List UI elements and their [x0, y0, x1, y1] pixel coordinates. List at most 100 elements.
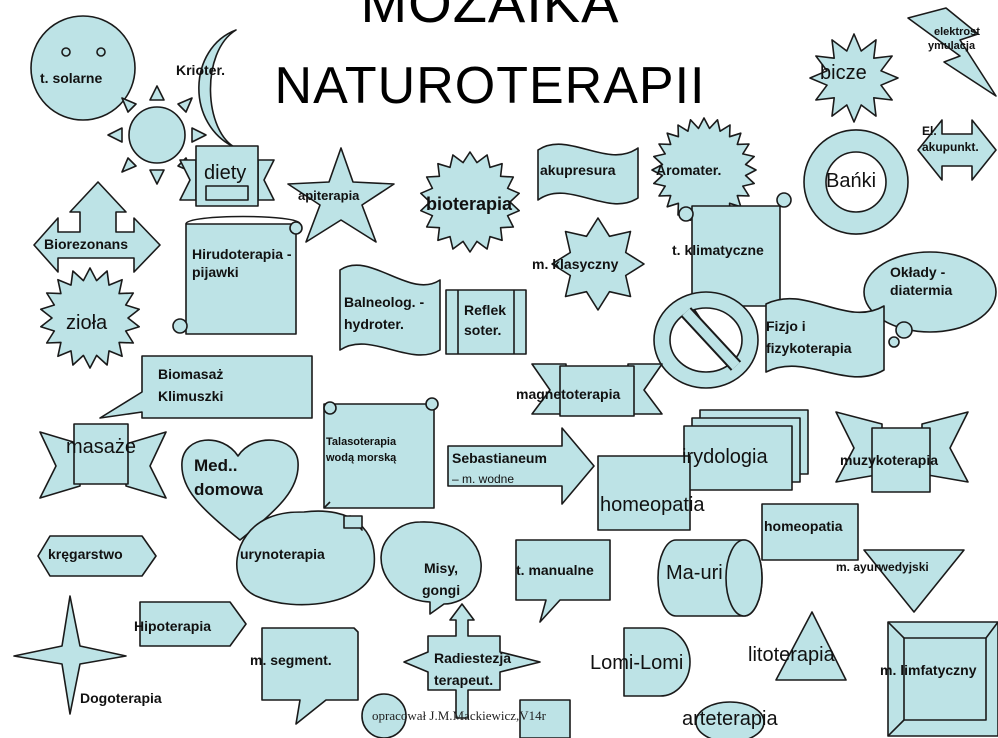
label-t-klimatyczne: t. klimatyczne — [672, 242, 764, 258]
balneolog-wave-shape — [339, 264, 441, 356]
four-point-star-shape — [13, 595, 127, 715]
hirudoterapia-scroll-shape — [172, 215, 303, 335]
fizjo-wave-shape — [765, 297, 885, 378]
small-circle-shape — [361, 693, 407, 738]
m-klasyczny-star-shape — [551, 217, 645, 311]
biorezonans-arrow-shape — [33, 181, 161, 273]
label-kregarstwo: kręgarstwo — [48, 546, 123, 562]
label-irydologia: irydologia — [682, 446, 768, 468]
talasoterapia-scroll-shape — [323, 397, 439, 509]
label-m-segment: m. segment. — [250, 652, 332, 668]
irydologia-stacked-shape — [683, 409, 809, 491]
masaze-ribbon-shape — [39, 423, 167, 499]
apiterapia-star-shape — [287, 147, 395, 243]
cloud-shape — [863, 251, 997, 348]
label-homeopatia-2: homeopatia — [764, 518, 843, 534]
misy-bubble-shape — [380, 521, 482, 615]
label-sebastianeum-2: – m. wodne — [452, 472, 515, 486]
label-ziola: zioła — [66, 312, 108, 334]
double-arrow-shape — [917, 119, 997, 181]
label-el-akupunkt-2: akupunkt. — [922, 140, 979, 154]
reflek-box-shape — [445, 289, 527, 355]
ziola-burst-shape — [39, 267, 140, 369]
arteterapia-ellipse-shape — [695, 701, 765, 738]
label-biomasaz-1: Biomasaż — [158, 366, 224, 382]
m-segment-callout-shape — [261, 627, 359, 725]
urynoterapia-tail-shape — [343, 515, 363, 529]
label-sebastianeum-1: Sebastianeum — [452, 450, 547, 466]
label-bicze: bicze — [820, 62, 867, 84]
sun-icon — [107, 85, 207, 185]
label-krioter: Krioter. — [176, 62, 226, 78]
label-med-2: domowa — [194, 480, 263, 499]
label-misy-2: gongi — [422, 582, 461, 598]
label-el-akupunkt-1: El. — [922, 124, 937, 138]
t-manualne-callout-shape — [515, 539, 611, 623]
label-reflek-1: Reflek — [464, 302, 507, 318]
label-hirudoterapia-2: pijawki — [192, 264, 239, 280]
ma-uri-cylinder-shape — [657, 539, 763, 617]
limfatyczny-bevel-shape — [887, 621, 998, 737]
label-m-klasyczny: m. klasyczny — [532, 256, 619, 272]
diety-ribbon-shape — [179, 145, 275, 207]
lightning-icon — [907, 7, 997, 97]
homeopatia-square-shape — [597, 455, 691, 531]
label-bioterapia: bioterapia — [426, 194, 513, 214]
label-t-manualne: t. manualne — [516, 562, 594, 578]
label-elektrost-1: elektrost — [934, 26, 980, 38]
label-m-ayurwedyjski: m. ayurwedyjski — [836, 560, 929, 574]
homeopatia-box-shape — [761, 503, 859, 561]
title-line-2: NATUROTERAPII — [274, 57, 706, 115]
author-credit: opracował J.M.Mackiewicz,V14r — [372, 708, 546, 723]
label-arteterapia: arteterapia — [682, 708, 778, 730]
label-muzykoterapia: muzykoterapia — [840, 452, 939, 468]
hipoterapia-pentagon-shape — [139, 601, 247, 647]
label-hirudoterapia-1: Hirudoterapia - — [192, 246, 292, 262]
label-magnetoterapia: magnetoterapia — [516, 386, 621, 402]
lomi-lomi-d-shape — [623, 627, 691, 697]
no-symbol-icon — [653, 291, 759, 389]
label-radiestezja-1: Radiestezja — [434, 650, 512, 666]
title-line-1: MOZAIKA — [360, 0, 620, 34]
smiley-face-icon — [30, 15, 136, 121]
t-klimatyczne-scroll-shape — [678, 192, 792, 319]
label-talasoterapia-2: wodą morską — [326, 452, 397, 464]
label-ma-uri: Ma-uri — [666, 562, 723, 584]
label-misy-1: Misy, — [424, 560, 458, 576]
biomasaz-callout-shape — [99, 355, 313, 419]
label-akupresura: akupresura — [540, 162, 616, 178]
label-m-limfatyczny: m. limfatyczny — [880, 662, 977, 678]
label-lomi-lomi: Lomi-Lomi — [590, 652, 684, 674]
litoterapia-triangle-shape — [775, 611, 847, 681]
muzykoterapia-ribbon-shape — [835, 411, 969, 493]
ayurwedyjski-triangle-shape — [863, 549, 965, 613]
label-masaze: masaże — [66, 436, 137, 458]
sebastianeum-arrow-shape — [447, 427, 595, 505]
label-diety: diety — [204, 162, 247, 184]
bicze-burst-shape — [809, 33, 899, 123]
small-square-shape — [519, 699, 571, 738]
label-fizjo-1: Fizjo i — [766, 318, 806, 334]
label-radiestezja-2: terapeut. — [434, 672, 494, 688]
label-talasoterapia-1: Talasoterapia — [326, 436, 397, 448]
label-reflek-2: soter. — [464, 322, 502, 338]
donut-shape — [803, 129, 909, 235]
radiestezja-cross-arrow-shape — [403, 603, 541, 719]
akupresura-wave-shape — [537, 143, 639, 205]
label-homeopatia-1: homeopatia — [600, 494, 705, 516]
label-balneolog-2: hydroter. — [344, 316, 404, 332]
label-dogoterapia: Dogoterapia — [80, 690, 162, 706]
heart-shape — [181, 439, 299, 541]
label-hipoterapia: Hipoterapia — [134, 618, 212, 634]
kregarstwo-hexagon-shape — [37, 535, 157, 577]
label-biomasaz-2: Klimuszki — [158, 388, 224, 404]
label-biorezonans: Biorezonans — [44, 236, 129, 252]
label-elektrost-2: ymulacja — [928, 40, 976, 52]
label-urynoterapia: urynoterapia — [240, 546, 325, 562]
magnetoterapia-ribbon-shape — [531, 363, 663, 417]
label-t-solarne: t. solarne — [40, 70, 103, 86]
label-litoterapia: litoterapia — [748, 644, 835, 666]
label-balneolog-1: Balneolog. - — [344, 294, 425, 310]
